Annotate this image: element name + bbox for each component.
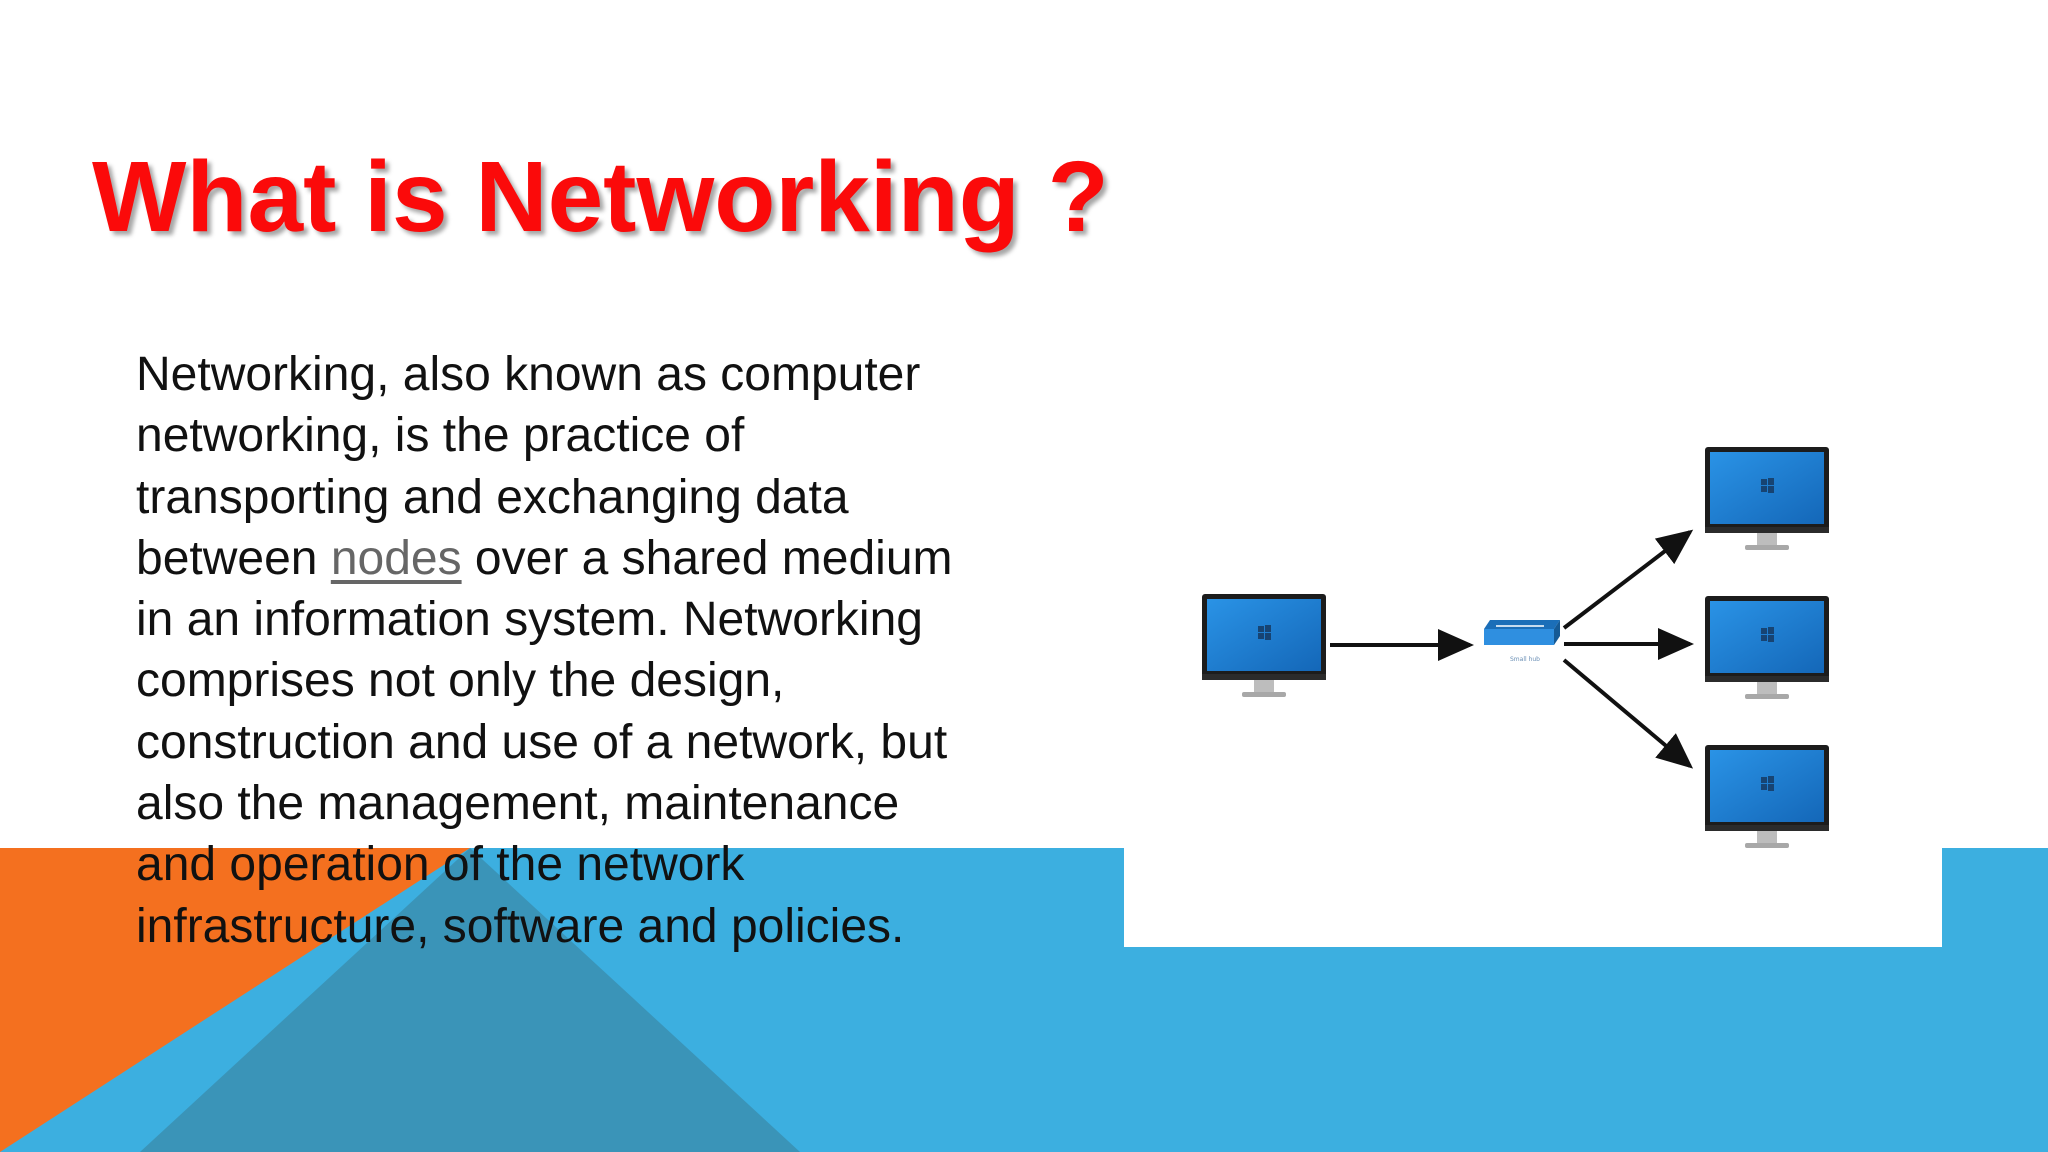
arrow-hub-to-target-3	[1562, 658, 1694, 769]
body-paragraph: Networking, also known as computer netwo…	[136, 344, 1036, 957]
body-text-fragment: over a shared medium	[461, 531, 953, 585]
nodes-link[interactable]: nodes	[330, 531, 462, 585]
body-line: and operation of the network	[136, 838, 745, 892]
network-diagram: Small hub	[1202, 447, 1829, 848]
body-line: transporting and exchanging data	[136, 470, 849, 524]
body-line: also the management, maintenance	[136, 777, 900, 831]
target-computer-3-icon	[1705, 745, 1829, 848]
source-computer-icon	[1202, 594, 1326, 697]
body-line: Networking, also known as computer	[136, 348, 921, 401]
hub-icon: Small hub	[1484, 620, 1560, 663]
body-line: networking, is the practice of	[136, 409, 745, 463]
svg-text:Small hub: Small hub	[1510, 656, 1540, 663]
body-line-with-link: between nodes over a shared medium	[136, 528, 1036, 589]
network-diagram-panel: Small hub	[1124, 240, 1942, 947]
target-computer-2-icon	[1705, 596, 1829, 699]
teal-triangle	[140, 848, 800, 1152]
slide-title: What is Networking ?	[92, 141, 1109, 253]
body-text-fragment: between	[136, 531, 331, 585]
body-line: in an information system. Networking	[136, 593, 923, 647]
body-line: infrastructure, software and policies.	[136, 899, 905, 953]
target-computer-1-icon	[1705, 447, 1829, 550]
body-line: construction and use of a network, but	[136, 715, 948, 769]
arrow-hub-to-target-1	[1562, 529, 1694, 630]
orange-triangle	[0, 848, 470, 1152]
body-line: comprises not only the design,	[136, 654, 785, 708]
